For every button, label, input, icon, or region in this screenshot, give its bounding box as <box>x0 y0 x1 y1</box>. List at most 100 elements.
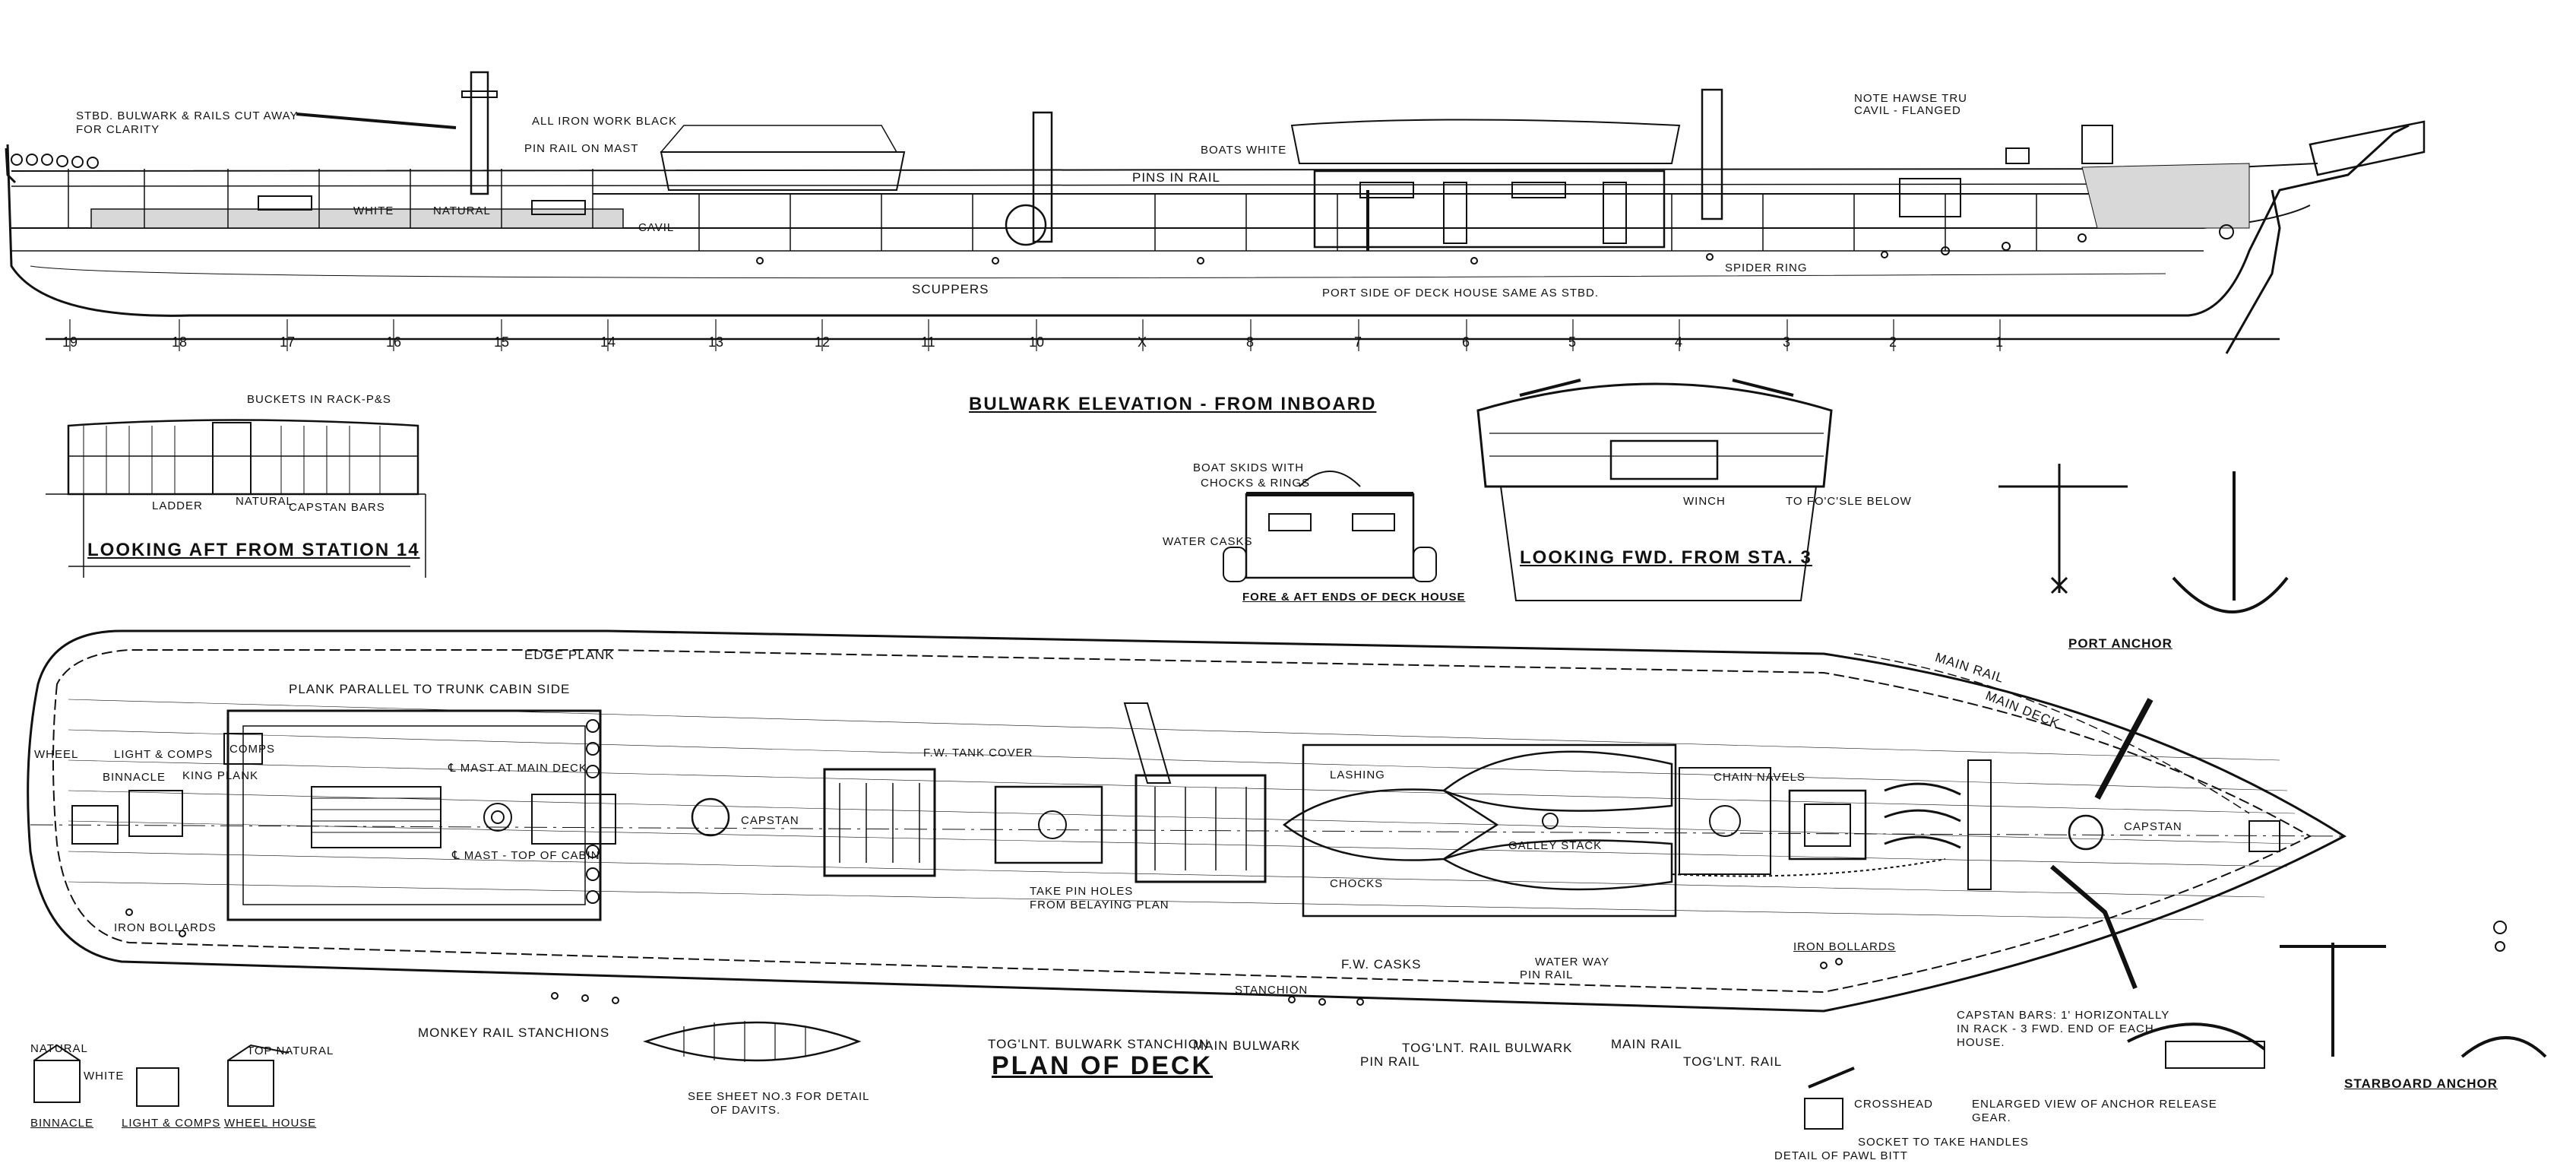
water-way-label: WATER WAY <box>1535 956 1610 968</box>
compass-label: COMPS <box>229 743 276 756</box>
capstan-bars-note-label: CAPSTAN BARS: 1' HORIZONTALLY <box>1957 1009 2170 1022</box>
looking-aft-title: LOOKING AFT FROM STATION 14 <box>87 540 420 560</box>
socket-label: SOCKET TO TAKE HANDLES <box>1858 1136 2029 1149</box>
lashing-label: LASHING <box>1330 769 1385 781</box>
station-11: 11 <box>921 334 935 350</box>
station-7: 7 <box>1354 334 1362 350</box>
detail-top-natural-label: TOP NATURAL <box>247 1044 334 1057</box>
fw-tank-label: F.W. TANK COVER <box>923 746 1033 759</box>
station-3: 3 <box>1783 334 1791 350</box>
station-17: 17 <box>280 334 296 350</box>
iron-bollards-aft-label: IRON BOLLARDS <box>114 921 217 934</box>
stbd-bulwark-label: STBD. BULWARK & RAILS CUT AWAY <box>76 109 299 122</box>
cavil-label: CAVIL <box>638 221 675 234</box>
port-anchor-title: PORT ANCHOR <box>2068 636 2173 651</box>
starboard-anchor-title: STARBOARD ANCHOR <box>2344 1076 2498 1091</box>
topgallant-rail-bulwark-label: TOG'LNT. RAIL BULWARK <box>1402 1041 1573 1055</box>
station-15: 15 <box>494 334 510 350</box>
see-sheet-label: SEE SHEET No.3 FOR DETAIL <box>688 1090 870 1103</box>
plank-parallel-label: PLANK PARALLEL TO TRUNK CABIN SIDE <box>289 682 571 696</box>
topgallant-rail-label: TOG'LNT. RAIL <box>1683 1054 1783 1069</box>
gear-label: GEAR. <box>1972 1111 2011 1124</box>
station-18: 18 <box>172 334 188 350</box>
monkey-rail-label: MONKEY RAIL STANCHIONS <box>418 1025 610 1040</box>
detail-natural-label: NATURAL <box>30 1042 88 1055</box>
station-2: 2 <box>1889 334 1897 350</box>
section-looking-aft <box>46 419 426 578</box>
take-pin-holes-label: TAKE PIN HOLES <box>1030 885 1134 898</box>
in-rack-label: IN RACK - 3 FWD. END OF EACH <box>1957 1022 2154 1035</box>
chocks-rings-label: CHOCKS & RINGS <box>1201 477 1311 490</box>
of-davits-label: OF DAVITS. <box>710 1104 781 1117</box>
note-hawse-label: NOTE HAWSE TRU <box>1854 92 1968 105</box>
station-10: 10 <box>1029 334 1045 350</box>
detail-light-comps-title: LIGHT & COMPS <box>122 1117 221 1130</box>
stanchion-label: STANCHION <box>1235 984 1309 997</box>
topgallant-stanchion-label: TOG'LNT. BULWARK STANCHION <box>988 1037 1210 1051</box>
deck-house-ends-title: FORE & AFT ENDS OF DECK HOUSE <box>1242 591 1466 604</box>
plan-of-deck-title: PLAN OF DECK <box>992 1051 1213 1080</box>
main-rail-label: MAIN RAIL <box>1611 1037 1683 1051</box>
cavil-flanged-label: CAVIL - FLANGED <box>1854 104 1961 117</box>
small-details <box>33 1044 1855 1130</box>
detail-binnacle-title: BINNACLE <box>30 1117 94 1130</box>
for-clarity-label: FOR CLARITY <box>76 123 160 136</box>
to-focsle-label: TO FO'C'SLE BELOW <box>1786 495 1912 508</box>
station-8: 8 <box>1246 334 1255 350</box>
king-plank-label: KING PLANK <box>182 769 259 782</box>
enlarged-view-label: ENLARGED VIEW OF ANCHOR RELEASE <box>1972 1098 2217 1111</box>
natural-section-label: NATURAL <box>236 495 293 508</box>
station-13: 13 <box>708 334 724 350</box>
scuppers-label: SCUPPERS <box>912 282 989 296</box>
anchor-drawings <box>1998 464 2547 1069</box>
mast-top-cabin-label: ℄ MAST - TOP OF CABIN <box>452 849 600 862</box>
from-belaying-label: FROM BELAYING PLAN <box>1030 899 1169 911</box>
station-9: X <box>1138 334 1147 350</box>
pawl-bitt-label: DETAIL OF PAWL BITT <box>1774 1149 1908 1162</box>
winch-label: WINCH <box>1683 495 1726 508</box>
deck-house-end-view <box>1223 471 1437 582</box>
ladder-label: LADDER <box>152 499 203 512</box>
hull-outline <box>6 124 2410 317</box>
crosshead-label: CROSSHEAD <box>1854 1098 1934 1111</box>
detail-white-label: WHITE <box>84 1070 125 1082</box>
station-14: 14 <box>600 334 616 350</box>
bulwark-elevation <box>5 71 2426 354</box>
galley-stack-label: GALLEY STACK <box>1508 839 1603 852</box>
house-label: HOUSE. <box>1957 1036 2005 1049</box>
binnacle-label: BINNACLE <box>103 771 166 784</box>
section-looking-fwd <box>1476 379 1833 601</box>
station-6: 6 <box>1462 334 1470 350</box>
deck-plan <box>27 629 2347 1013</box>
station-4: 4 <box>1675 334 1683 350</box>
chocks-label: CHOCKS <box>1330 877 1384 890</box>
pin-rail-label: PIN RAIL <box>1520 968 1574 981</box>
iron-bollards-fwd-label: IRON BOLLARDS <box>1793 940 1896 953</box>
capstan-bars-label: CAPSTAN BARS <box>289 501 385 514</box>
spider-ring-label: SPIDER RING <box>1725 262 1808 274</box>
white-label: WHITE <box>353 204 394 217</box>
pin-rail-bottom-label: PIN RAIL <box>1360 1054 1420 1069</box>
chain-navels-label: CHAIN NAVELS <box>1714 771 1805 784</box>
natural-label: NATURAL <box>433 204 491 217</box>
pins-in-rail-label: PINS IN RAIL <box>1132 170 1220 185</box>
detail-wheel-house-title: WHEEL HOUSE <box>224 1117 317 1130</box>
deck-outline <box>27 629 2347 1013</box>
station-19: 19 <box>62 334 78 350</box>
bulwark-elevation-title: BULWARK ELEVATION - FROM INBOARD <box>969 394 1377 414</box>
station-1: 1 <box>1995 334 2004 350</box>
station-16: 16 <box>386 334 402 350</box>
station-5: 5 <box>1568 334 1577 350</box>
main-bulwark-label: MAIN BULWARK <box>1193 1038 1301 1053</box>
boats-white-label: BOATS WHITE <box>1201 144 1287 157</box>
station-12: 12 <box>815 334 831 350</box>
iron-work-label: ALL IRON WORK BLACK <box>532 115 677 128</box>
capstan-aft-label: CAPSTAN <box>741 814 799 827</box>
pin-rail-mast-label: PIN RAIL ON MAST <box>524 142 639 155</box>
davit-boat <box>643 1021 862 1062</box>
port-side-label: PORT SIDE OF DECK HOUSE SAME AS STBD. <box>1322 287 1600 300</box>
edge-plank-label: EDGE PLANK <box>524 648 615 662</box>
light-compass-label: LIGHT & COMPS <box>114 748 214 761</box>
water-casks-label: WATER CASKS <box>1163 535 1253 548</box>
